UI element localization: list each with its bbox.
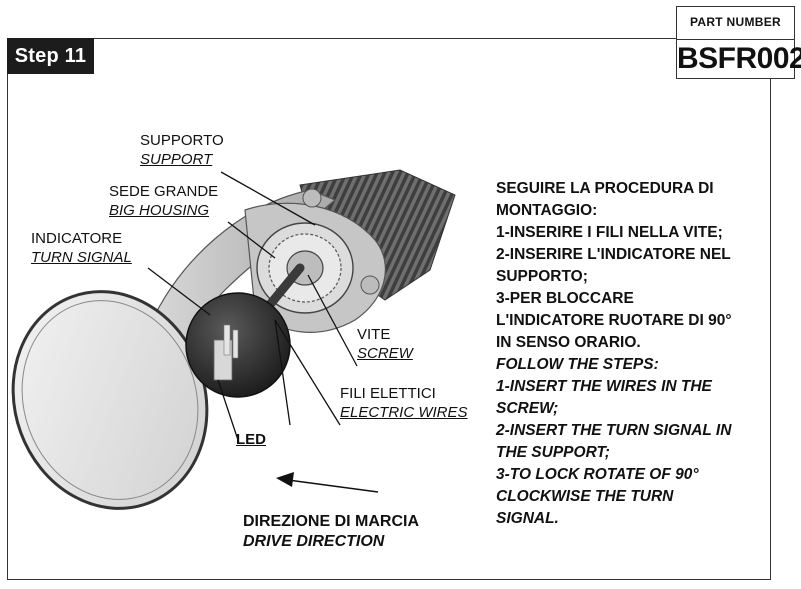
instruction-en-line: 2-INSERT THE TURN SIGNAL IN: [496, 422, 732, 439]
instruction-it-line: 2-INSERIRE L'INDICATORE NEL: [496, 246, 731, 263]
drive-direction-it: DIREZIONE DI MARCIA: [243, 513, 419, 530]
leader-signal: [147, 267, 211, 316]
label-wires-it: FILI ELETTICI: [340, 385, 436, 402]
label-turn-signal-it: INDICATORE: [31, 230, 123, 247]
turn-signal-dome: [185, 292, 291, 398]
label-turn-signal: INDICATORE TURN SIGNAL: [31, 229, 132, 267]
step-badge: Step 11: [7, 38, 94, 74]
label-screw-it: VITE: [357, 326, 391, 343]
label-support-en: SUPPORT: [140, 151, 213, 168]
leader-screw: [307, 274, 358, 367]
leader-wires-2: [274, 319, 291, 426]
instruction-it-line: 1-INSERIRE I FILI NELLA VITE;: [496, 224, 723, 241]
label-housing: SEDE GRANDE BIG HOUSING: [109, 182, 218, 220]
drive-direction-en: DRIVE DIRECTION: [243, 533, 385, 550]
instruction-en-line: SIGNAL.: [496, 510, 559, 527]
label-support: SUPPORTO SUPPORT: [140, 131, 224, 169]
instruction-it-line: MONTAGGIO:: [496, 202, 598, 219]
label-support-it: SUPPORTO: [140, 132, 224, 149]
leader-led: [217, 379, 239, 441]
leader-support: [220, 171, 316, 226]
diagram-frame: [7, 38, 771, 580]
instruction-en-line: SCREW;: [496, 400, 559, 417]
instruction-en-line: THE SUPPORT;: [496, 444, 610, 461]
instruction-it-line: IN SENSO ORARIO.: [496, 334, 641, 351]
instruction-it-line: SUPPORTO;: [496, 268, 588, 285]
label-led: LED: [236, 430, 266, 449]
drive-direction-label: DIREZIONE DI MARCIA DRIVE DIRECTION: [243, 512, 419, 552]
drive-direction-arrow: [276, 472, 379, 493]
instruction-it-line: 3-PER BLOCCARE: [496, 290, 634, 307]
instruction-en-line: 3-TO LOCK ROTATE OF 90°: [496, 466, 699, 483]
leader-lines: [147, 171, 358, 441]
part-number-label: PART NUMBER: [689, 15, 782, 29]
leader-wires: [274, 319, 341, 426]
instruction-en-line: 1-INSERT THE WIRES IN THE: [496, 378, 712, 395]
label-turn-signal-en: TURN SIGNAL: [31, 249, 132, 266]
label-screw-en: SCREW: [357, 345, 413, 362]
instruction-it-line: SEGUIRE LA PROCEDURA DI: [496, 180, 714, 197]
part-number-divider: [677, 39, 794, 40]
part-number-box: PART NUMBER BSFR002: [676, 6, 801, 79]
instruction-it-line: L'INDICATORE RUOTARE DI 90°: [496, 312, 732, 329]
label-wires-en: ELECTRIC WIRES: [340, 404, 468, 421]
part-number-value: BSFR002: [677, 42, 801, 75]
label-housing-it: SEDE GRANDE: [109, 183, 219, 200]
label-screw: VITE SCREW: [357, 325, 413, 363]
label-wires: FILI ELETTICI ELECTRIC WIRES: [340, 384, 468, 422]
instruction-en-line: FOLLOW THE STEPS:: [496, 356, 659, 373]
label-led-text: LED: [236, 431, 266, 448]
label-housing-en: BIG HOUSING: [109, 202, 210, 219]
leader-housing: [227, 221, 276, 259]
instructions-block: SEGUIRE LA PROCEDURA DI MONTAGGIO: 1-INS…: [496, 178, 768, 530]
instruction-en-line: CLOCKWISE THE TURN: [496, 488, 674, 505]
